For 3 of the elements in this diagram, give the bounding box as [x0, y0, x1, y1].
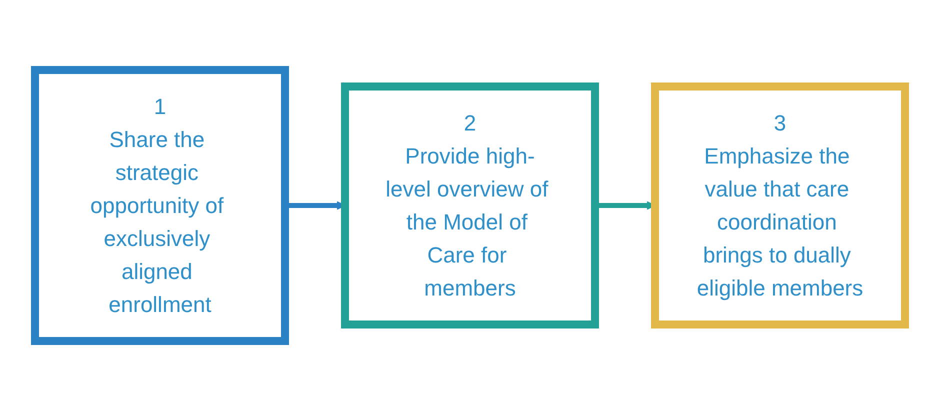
node-box: 2 Provide high-level overview of the Model of Care for members	[341, 82, 599, 328]
node-box: 3 Emphasize the value that care coordination brings to dually eligible members	[651, 82, 909, 328]
node-box: 1 Share the strategic opportunity of exclusively aligned enrollment	[31, 66, 289, 345]
